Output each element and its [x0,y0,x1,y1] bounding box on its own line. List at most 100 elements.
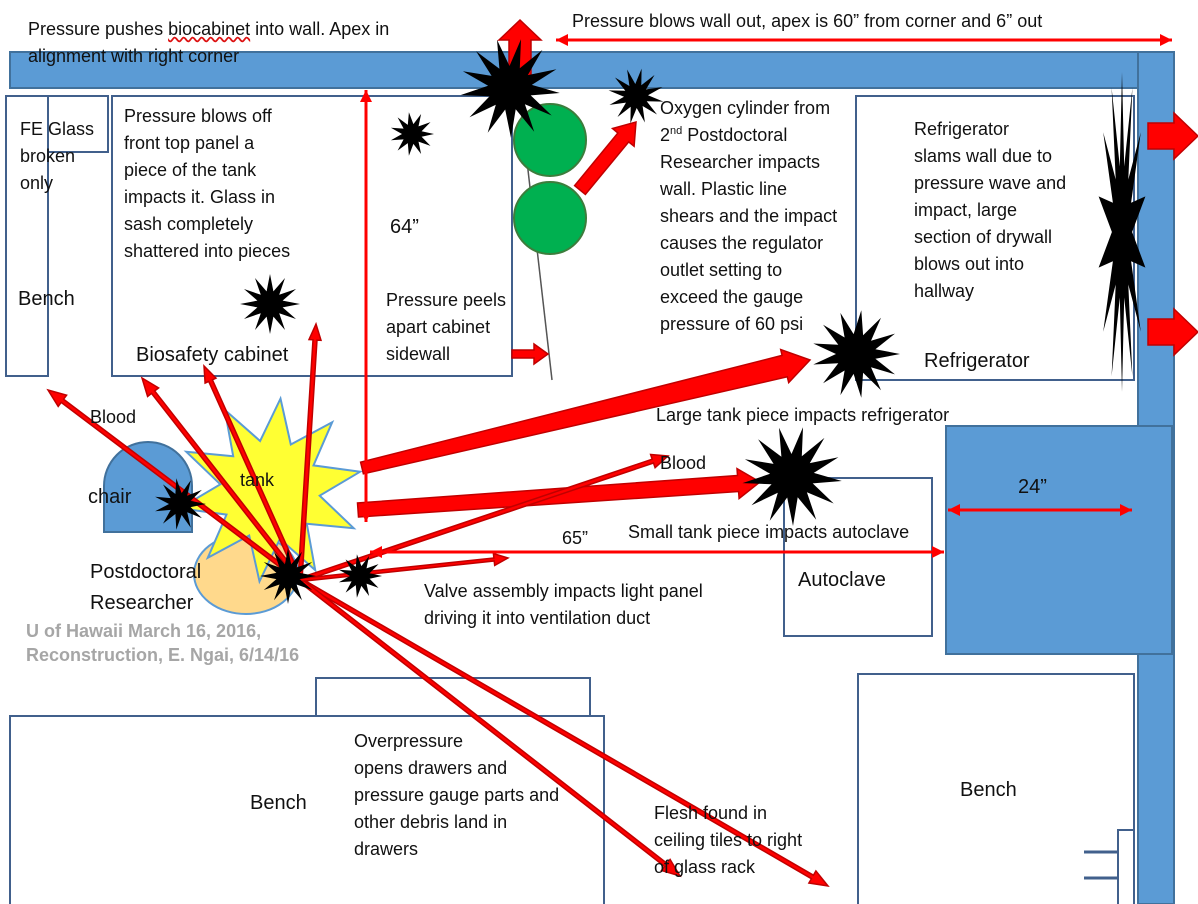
overpressure-line-2: opens drawers and [354,758,508,778]
tank-label: tank [240,470,275,490]
oxygen-line-9: pressure of 60 psi [660,314,804,334]
top-wall [9,51,1173,89]
overpressure-line-1: Overpressure [354,731,464,751]
dim-65-label: 65” [562,528,589,548]
oxygen-line-4: wall. Plastic line [660,179,788,199]
burst-oxygen-impact [608,68,664,124]
oxygen-line-7: outlet setting to [660,260,783,280]
front-panel-line-6: shattered into pieces [124,241,291,261]
fridge-note-2: slams wall due to [914,146,1053,166]
front-panel-line-2: front top panel a [124,133,255,153]
dim-65in-head-end [932,546,944,558]
small-tank-piece-label: Small tank piece impacts autoclave [628,522,910,542]
blood-label-2: Blood [660,453,707,473]
arrow-sidewall [511,342,550,366]
arrow-to-ceiling-tiles [297,577,830,888]
oxygen-ordinal: 2 [660,125,671,145]
biocab-post: into wall. Apex in [250,19,390,39]
front-panel-line-1: Pressure blows off [124,106,272,126]
bench-right-label: Bench [960,779,1017,801]
biocab-word: biocabinet [168,19,251,39]
oxygen-line-8: exceed the gauge [660,287,804,307]
sidewall-line-3: sidewall [386,344,451,364]
valve-line-1: Valve assembly impacts light panel [424,581,703,601]
dim-wall-60in-head-end [1160,34,1172,46]
arrow-to-cabinet-panel [297,321,323,581]
glass-rack [1117,829,1135,904]
dim-24-label: 24” [1018,476,1047,498]
oxygen-line-1: Oxygen cylinder from [660,98,831,118]
dim-24in-head-start [948,504,960,516]
fridge-note-5: section of drywall [914,227,1053,247]
vertical-strip [1137,653,1175,904]
bursts-group [155,39,1146,604]
burst-chair [155,478,206,530]
oxygen-line-6: causes the regulator [660,233,824,253]
dim-65in-head-start [370,546,382,558]
arrow-cylinder-to-wall [573,120,637,196]
sidewall-line-2: apart cabinet [386,317,491,337]
arrow-to-refrigerator [359,348,812,475]
fe-glass-label-3: only [20,173,54,193]
chair-label: chair [88,486,132,508]
arrow-hallway-top [1147,111,1198,161]
dim-wall-60in [556,34,1172,46]
valve-line-2: driving it into ventilation duct [424,608,651,628]
dim-64in-head-end [360,510,372,522]
dim-24in-head-end [1120,504,1132,516]
fridge-note-3: pressure wave and [914,173,1067,193]
burst-researcher [260,548,316,604]
fridge-note-4: impact, large [914,200,1018,220]
bench-left-label: Bench [18,288,75,310]
refrigerator-label: Refrigerator [924,350,1030,372]
dim-64in [360,90,372,522]
fridge-note-1: Refrigerator [914,119,1010,139]
wall-blowout-note: Pressure blows wall out, apex is 60” fro… [572,11,1043,31]
burst-autoclave [742,427,842,526]
arrow-to-cabinet-left [203,364,303,582]
oxygen-line-2: 2nd Postdoctoral [660,122,787,149]
dim-wall-60in-head-start [556,34,568,46]
arrows-group [46,18,1198,888]
autoclave-box [783,477,933,637]
postdoc-label-1: Postdoctoral [90,561,202,583]
biosafety-cabinet-box [111,95,513,377]
refrigerator-box [855,95,1135,381]
fridge-note-7: hallway [914,281,975,301]
sidewall-line-1: Pressure peels [386,290,507,310]
blood-label-1: Blood [90,407,137,427]
watermark-line-1: U of Hawaii March 16, 2016, [26,621,262,641]
oxygen-ordinal-sup: nd [670,125,683,137]
fe-glass-label-2: broken [20,146,76,166]
watermark-line-2: Reconstruction, E. Ngai, 6/14/16 [26,645,300,665]
oxygen-line-5: shears and the impact [660,206,838,226]
fe-glass-box [47,95,109,153]
biosafety-cabinet-label: Biosafety cabinet [136,344,289,366]
burst-cabinet-glass [240,274,300,334]
overpressure-line-5: drawers [354,839,419,859]
arrow-to-blood-left [46,388,303,583]
bench-right-box [857,673,1135,904]
dim-24in [948,504,1132,516]
oxygen-cylinder-top [513,103,587,177]
arrow-to-cabinet-glass [140,376,303,583]
bench-bottom-box [9,715,605,904]
large-tank-piece-label: Large tank piece impacts refrigerator [656,405,950,425]
front-panel-line-5: sash completely [124,214,254,234]
bench-bottom-label: Bench [250,792,307,814]
flesh-line-2: ceiling tiles to right [654,830,803,850]
dimensions-group [360,34,1172,558]
postdoc-label-2: Researcher [90,592,194,614]
fridge-note-6: blows out into [914,254,1025,274]
flesh-line-3: of glass rack [654,857,756,877]
burst-cabinet-top [390,112,434,156]
flesh-line-1: Flesh found in [654,803,768,823]
arrow-hallway-bottom [1147,307,1198,357]
autoclave-label: Autoclave [798,569,886,591]
biocab-pre: Pressure pushes [28,19,169,39]
oxygen-cylinder-bottom [513,181,587,255]
dim-64in-head-start [360,90,372,102]
front-panel-line-3: piece of the tank [124,160,257,180]
right-block [945,425,1173,655]
